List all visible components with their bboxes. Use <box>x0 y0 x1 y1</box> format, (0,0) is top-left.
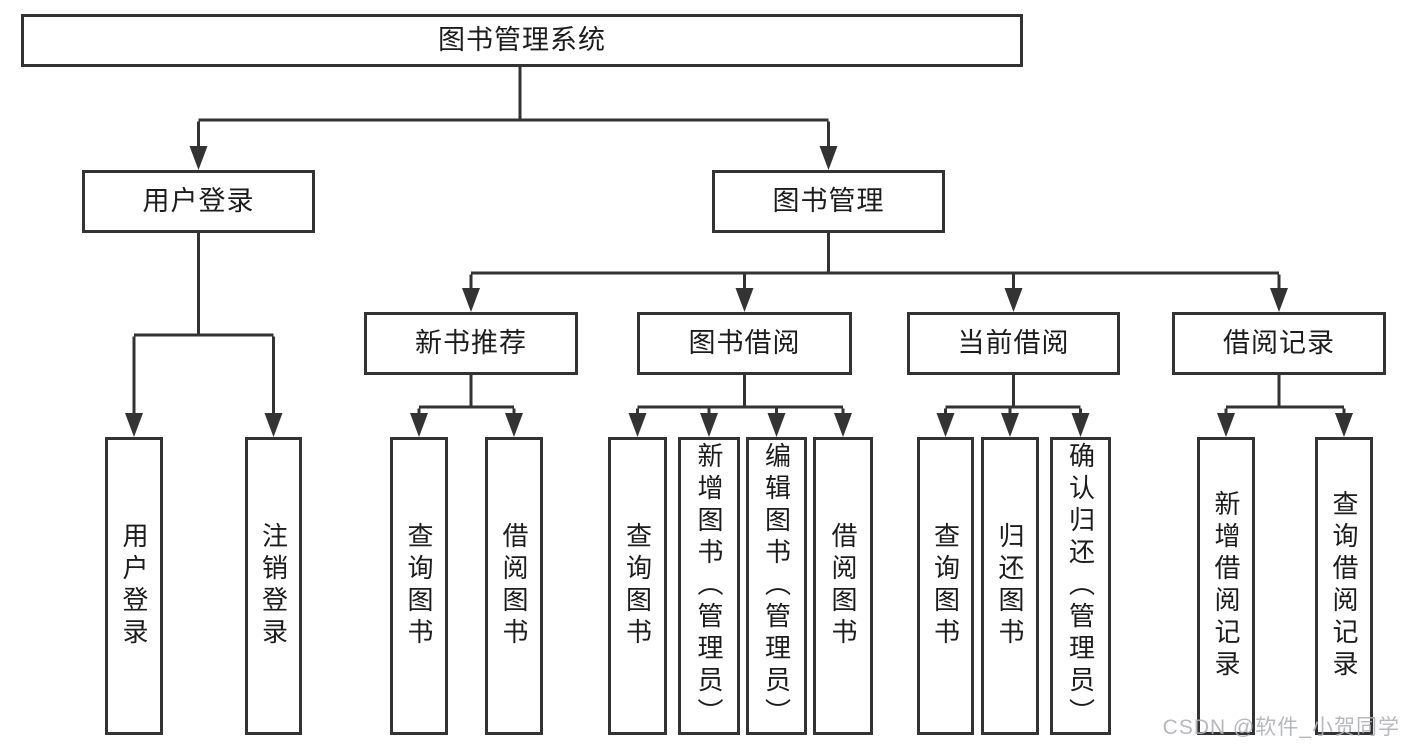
arrow-down-icon <box>1217 413 1235 437</box>
node-logout: 注销登录 <box>245 437 302 735</box>
node-return-books: 归还图书 <box>981 437 1039 735</box>
arrow-down-icon <box>819 146 838 170</box>
node-query-books-borrowing: 查询图书 <box>608 437 667 735</box>
arrow-down-icon <box>1335 413 1353 437</box>
arrow-down-icon <box>700 413 718 437</box>
node-book-borrowing: 图书借阅 <box>637 312 852 375</box>
connector-new-book-to-leaves <box>417 375 516 417</box>
connector-current-borrow-to-leaves <box>944 375 1082 417</box>
arrow-down-icon <box>410 413 428 437</box>
node-label: 查询图书 <box>930 522 961 650</box>
node-confirm-return-admin: 确认归还（管理员） <box>1050 437 1111 735</box>
node-label: 新书推荐 <box>415 328 527 358</box>
connector-user-login-to-leaves <box>132 233 275 417</box>
node-borrow-books-recommend: 借阅图书 <box>485 437 543 735</box>
arrow-down-icon <box>505 413 523 437</box>
node-new-book-recommendation: 新书推荐 <box>364 312 578 375</box>
node-add-books-admin: 新增图书（管理员） <box>678 437 740 735</box>
arrow-down-icon <box>189 146 208 170</box>
node-current-borrowing: 当前借阅 <box>907 312 1120 375</box>
node-label: 用户登录 <box>119 522 149 650</box>
node-label: 编辑图书（管理员） <box>761 442 792 730</box>
arrow-down-icon <box>834 413 852 437</box>
node-label: 确认归还（管理员） <box>1065 442 1096 730</box>
node-label: 借阅图书 <box>828 522 858 650</box>
watermark-text: CSDN @软件_小贺同学 <box>1162 716 1400 739</box>
node-label: 图书借阅 <box>688 328 801 358</box>
node-label: 查询图书 <box>622 522 653 650</box>
node-label: 归还图书 <box>995 522 1025 650</box>
node-borrow-books-leaf: 借阅图书 <box>813 437 873 735</box>
arrowheads <box>125 146 1353 437</box>
connector-borrow-record-to-leaves <box>1224 375 1346 417</box>
arrow-down-icon <box>462 288 480 312</box>
arrow-down-icon <box>767 413 786 437</box>
connector-lines <box>132 67 1346 417</box>
node-query-borrow-record: 查询借阅记录 <box>1315 437 1373 735</box>
arrow-down-icon <box>735 288 754 312</box>
connector-book-borrow-to-leaves <box>636 375 845 417</box>
node-label: 用户登录 <box>142 186 255 216</box>
node-book-management: 图书管理 <box>712 170 945 233</box>
node-label: 当前借阅 <box>957 328 1070 358</box>
connector-root-to-level2 <box>197 67 830 150</box>
arrow-down-icon <box>1270 288 1288 312</box>
node-label: 图书管理 <box>772 186 885 216</box>
node-label: 借阅图书 <box>499 522 529 650</box>
node-query-books-current: 查询图书 <box>917 437 974 735</box>
arrow-down-icon <box>936 413 955 437</box>
arrow-down-icon <box>628 413 647 437</box>
node-label: 借阅记录 <box>1223 328 1335 358</box>
node-edit-books-admin: 编辑图书（管理员） <box>746 437 807 735</box>
arrow-down-icon <box>125 413 143 437</box>
node-label: 新增借阅记录 <box>1211 490 1241 682</box>
node-borrowing-records: 借阅记录 <box>1172 312 1386 375</box>
node-label: 图书管理系统 <box>438 25 606 55</box>
arrow-down-icon <box>1004 288 1023 312</box>
node-library-system: 图书管理系统 <box>21 14 1023 67</box>
arrow-down-icon <box>1001 413 1019 437</box>
node-label: 查询图书 <box>404 522 434 650</box>
node-query-books-recommend: 查询图书 <box>390 437 448 735</box>
connector-book-management-to-mid <box>469 233 1281 292</box>
arrow-down-icon <box>1071 413 1090 437</box>
node-user-login: 用户登录 <box>82 170 315 233</box>
arrow-down-icon <box>264 413 283 437</box>
node-add-borrow-record: 新增借阅记录 <box>1197 437 1255 735</box>
node-label: 查询借阅记录 <box>1329 490 1359 682</box>
node-user-login-leaf: 用户登录 <box>105 437 163 735</box>
node-label: 新增图书（管理员） <box>694 442 724 730</box>
node-label: 注销登录 <box>258 522 289 650</box>
